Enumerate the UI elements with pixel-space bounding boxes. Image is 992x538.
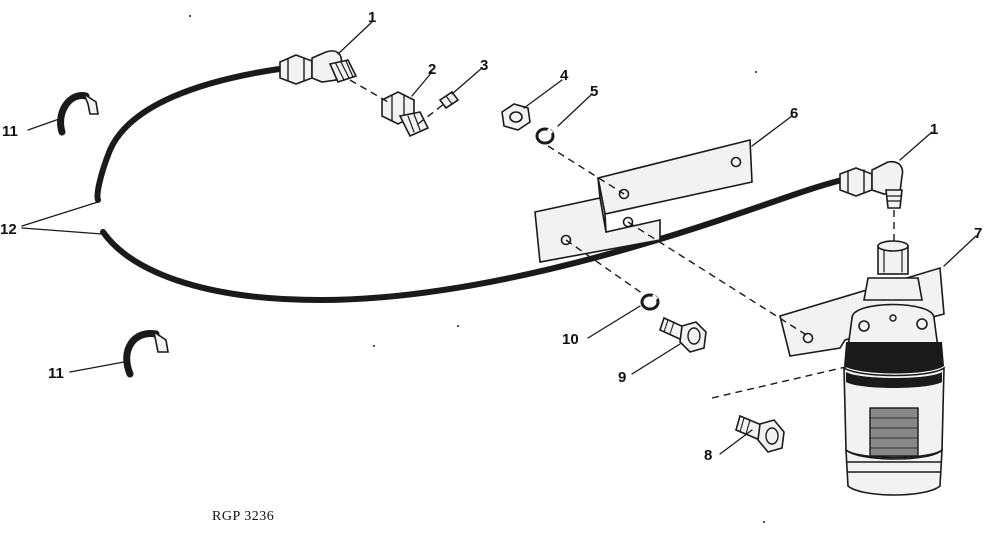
callout-8: 8	[704, 447, 712, 464]
elbow-fitting-lower	[839, 160, 904, 209]
callout-1-lower: 1	[930, 121, 938, 138]
leader-lines	[21, 21, 977, 455]
callout-9: 9	[618, 369, 626, 386]
callout-10: 10	[562, 331, 579, 348]
hex-nut	[501, 103, 531, 131]
clamp-upper	[57, 91, 99, 136]
cap-screw-9	[659, 316, 707, 353]
mounting-bracket	[534, 138, 753, 263]
clamp-lower	[123, 330, 169, 378]
callout-5: 5	[590, 83, 598, 100]
small-screw	[438, 90, 460, 110]
lock-washer-upper	[535, 127, 555, 145]
fuel-line	[94, 65, 845, 303]
callout-11-lower: 11	[48, 365, 64, 382]
callout-7: 7	[974, 225, 982, 242]
adapter-fitting	[381, 91, 430, 138]
cap-screw-8	[735, 414, 785, 453]
callout-12: 12	[0, 221, 17, 238]
callout-3: 3	[480, 57, 488, 74]
assembly-lines	[349, 79, 895, 399]
elbow-fitting-upper	[279, 50, 358, 85]
callout-6: 6	[790, 105, 798, 122]
fuel-filter-assembly	[779, 240, 945, 496]
lock-washer-lower	[640, 293, 660, 311]
callout-2: 2	[428, 61, 436, 78]
callout-1-upper: 1	[368, 9, 376, 26]
callout-4: 4	[560, 67, 569, 84]
figure-id: RGP 3236	[212, 509, 274, 524]
callout-11-upper: 11	[2, 123, 18, 140]
